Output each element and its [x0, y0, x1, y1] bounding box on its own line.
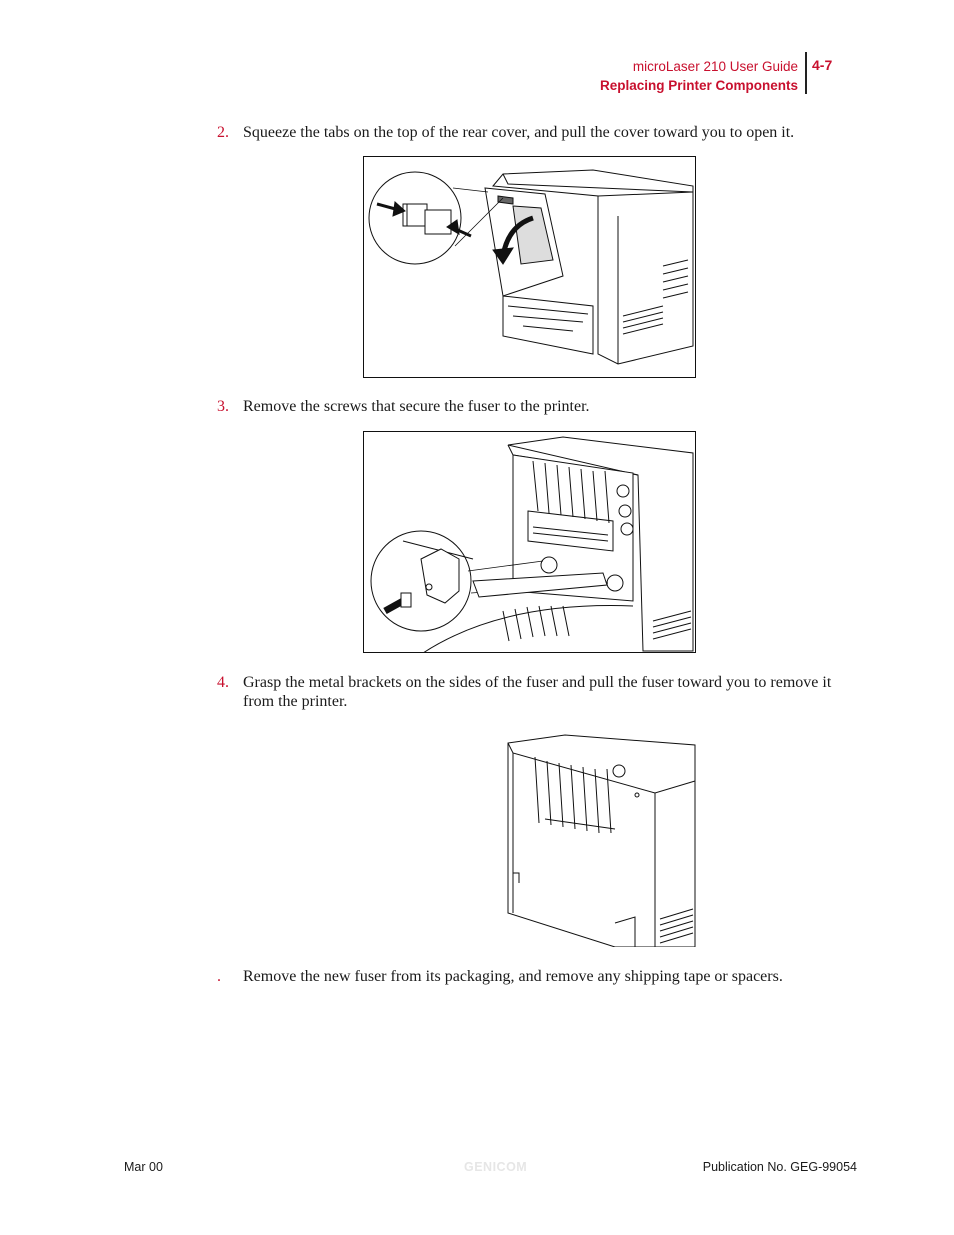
header-divider [805, 52, 807, 94]
step-text: Remove the new fuser from its packaging,… [243, 968, 783, 985]
footer-watermark: GENICOM [464, 1160, 528, 1174]
step-text: Squeeze the tabs on the top of the rear … [243, 124, 795, 141]
step-2: 2. Squeeze the tabs on the top of the re… [217, 123, 853, 142]
step-3: 3. Remove the screws that secure the fus… [217, 397, 853, 416]
step-text: Remove the screws that secure the fuser … [243, 398, 590, 415]
step-number: . [217, 968, 221, 985]
figure-fuser-screws [363, 431, 696, 653]
page-number: 4-7 [812, 57, 833, 73]
guide-title: microLaser 210 User Guide [632, 59, 798, 74]
figure-rear-cover [363, 156, 696, 378]
step-4: 4. Grasp the metal brackets on the sides… [217, 673, 853, 711]
figure-fuser-removed [505, 733, 696, 947]
footer-date: Mar 00 [124, 1160, 163, 1174]
section-title: Replacing Printer Components [599, 78, 798, 93]
step-number: 4. [217, 674, 229, 691]
footer-publication: Publication No. GEG-99054 [702, 1160, 857, 1174]
step-text: Grasp the metal brackets on the sides of… [243, 674, 832, 710]
step-number: 3. [217, 398, 229, 415]
step-number: 2. [217, 124, 229, 141]
step-5: . Remove the new fuser from its packagin… [217, 967, 853, 986]
running-header: microLaser 210 User Guide Replacing Prin… [600, 57, 798, 95]
